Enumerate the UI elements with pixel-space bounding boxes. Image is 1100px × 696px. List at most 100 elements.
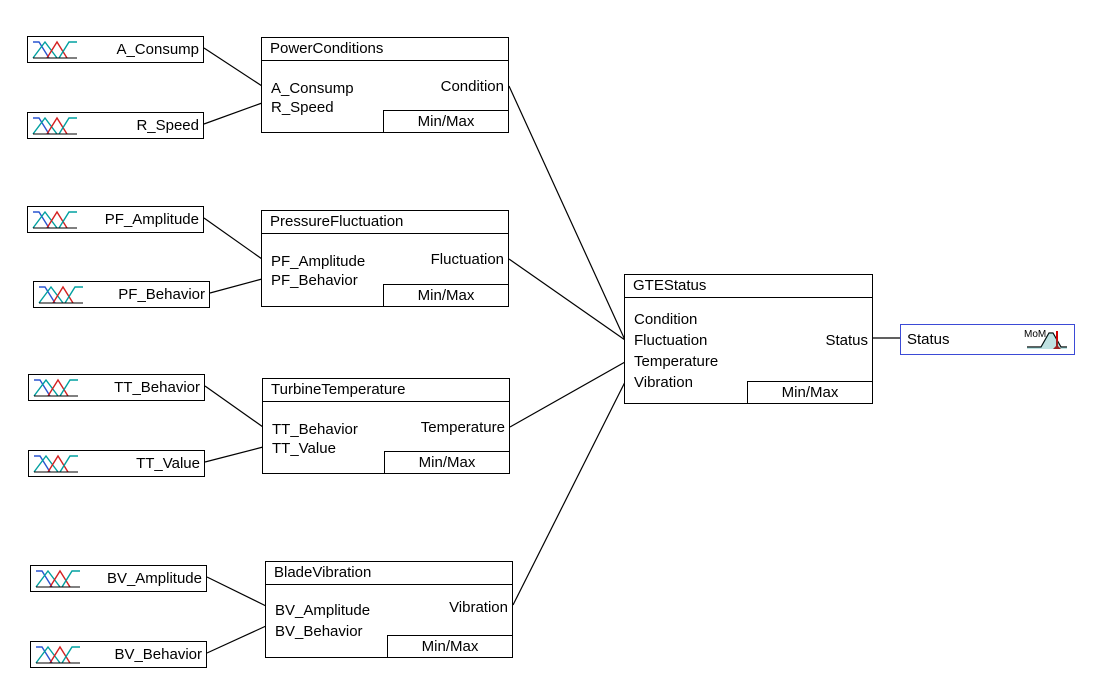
rule-block-output-label: Fluctuation — [430, 251, 504, 268]
mf-curve-high — [46, 40, 68, 59]
rule-block-output-label: Condition — [440, 78, 504, 95]
wire-a-consump — [203, 47, 263, 87]
output-variable-status[interactable]: Status MoM — [900, 324, 1075, 355]
rule-block-input-label: Vibration — [634, 374, 693, 391]
membership-function-icon — [35, 569, 80, 588]
input-variable-pf-behavior[interactable]: PF_Behavior — [33, 281, 210, 308]
wire-fluctuation — [508, 258, 626, 341]
rule-block-title: BladeVibration — [266, 562, 512, 585]
defuzz-curve — [1027, 332, 1067, 348]
rule-block-method: Min/Max — [383, 284, 508, 306]
membership-function-icon — [32, 210, 77, 229]
mf-curve-mid — [35, 645, 61, 664]
rule-block-output-label: Temperature — [420, 419, 505, 436]
wire-condition — [508, 85, 626, 341]
membership-function-icon — [33, 378, 78, 397]
wire-tt-value — [204, 446, 264, 463]
input-variable-label: PF_Amplitude — [104, 211, 199, 228]
mf-curve-low — [33, 41, 50, 59]
rule-block-input-label: PF_Behavior — [271, 272, 358, 289]
mf-curve-top — [58, 117, 77, 135]
rule-block-title: TurbineTemperature — [263, 379, 509, 402]
rule-block-input-label: R_Speed — [271, 99, 334, 116]
rule-block-input-label: Condition — [634, 311, 698, 328]
mf-curve-top — [64, 286, 83, 304]
mf-curve-mid — [32, 40, 58, 59]
mf-curve-low — [36, 646, 53, 664]
wire-temperature — [509, 361, 626, 428]
mf-curve-mid — [33, 378, 59, 397]
wire-vibration — [512, 381, 626, 606]
defuzzification-method-text: MoM — [1024, 329, 1046, 340]
input-variable-bv-behavior[interactable]: BV_Behavior — [30, 641, 207, 668]
defuzz-marker-triangle — [1053, 345, 1061, 349]
membership-function-icon — [32, 40, 77, 59]
mf-curve-low — [39, 286, 56, 304]
wire-r-speed — [203, 102, 263, 125]
mf-curve-low — [36, 570, 53, 588]
mf-curve-mid — [32, 210, 58, 229]
rule-block-turbine-temperature[interactable]: TurbineTemperature TT_Behavior TT_Value … — [262, 378, 510, 474]
input-variable-label: PF_Behavior — [118, 286, 205, 303]
rule-block-title: GTEStatus — [625, 275, 872, 298]
rule-block-blade-vibration[interactable]: BladeVibration BV_Amplitude BV_Behavior … — [265, 561, 513, 658]
rule-block-input-label: Temperature — [634, 353, 719, 370]
mf-curve-mid — [32, 116, 58, 135]
wire-bv-amplitude — [206, 576, 267, 607]
rule-block-method: Min/Max — [387, 635, 512, 657]
wire-pf-behavior — [209, 278, 263, 294]
mf-curve-top — [59, 379, 78, 397]
mf-curve-top — [58, 41, 77, 59]
mf-curve-mid — [35, 569, 61, 588]
input-variable-label: A_Consump — [116, 41, 199, 58]
wire-bv-behavior — [206, 625, 267, 654]
input-variable-label: TT_Behavior — [114, 379, 200, 396]
mf-curve-mid — [33, 454, 59, 473]
rule-block-pressure-fluctuation[interactable]: PressureFluctuation PF_Amplitude PF_Beha… — [261, 210, 509, 307]
rule-block-title: PowerConditions — [262, 38, 508, 61]
rule-block-input-label: BV_Amplitude — [275, 602, 371, 619]
mf-curve-high — [49, 569, 71, 588]
input-variable-a-consump[interactable]: A_Consump — [27, 36, 204, 63]
mf-curve-low — [34, 379, 51, 397]
membership-function-icon — [32, 116, 77, 135]
defuzz-area — [1027, 333, 1067, 349]
input-variable-r-speed[interactable]: R_Speed — [27, 112, 204, 139]
rule-block-gte-status[interactable]: GTEStatus Condition Fluctuation Temperat… — [624, 274, 873, 404]
rule-block-input-label: Fluctuation — [634, 332, 708, 349]
membership-function-icon — [35, 645, 80, 664]
rule-block-input-label: BV_Behavior — [275, 623, 363, 640]
membership-function-icon — [33, 454, 78, 473]
input-variable-tt-behavior[interactable]: TT_Behavior — [28, 374, 205, 401]
wire-tt-behavior — [204, 385, 264, 428]
rule-block-input-label: TT_Behavior — [272, 421, 358, 438]
membership-function-icon — [38, 285, 83, 304]
input-variable-label: BV_Behavior — [114, 646, 202, 663]
input-variable-label: TT_Value — [136, 455, 200, 472]
rule-block-title: PressureFluctuation — [262, 211, 508, 234]
mf-curve-high — [46, 116, 68, 135]
mf-curve-low — [33, 117, 50, 135]
mf-curve-top — [61, 570, 80, 588]
rule-block-input-label: A_Consump — [271, 80, 354, 97]
mf-curve-low — [34, 455, 51, 473]
mf-curve-high — [46, 210, 68, 229]
input-variable-tt-value[interactable]: TT_Value — [28, 450, 205, 477]
rule-block-input-label: TT_Value — [272, 440, 336, 457]
mf-curve-top — [61, 646, 80, 664]
mf-curve-top — [58, 211, 77, 229]
mf-curve-high — [52, 285, 74, 304]
input-variable-bv-amplitude[interactable]: BV_Amplitude — [30, 565, 207, 592]
mf-curve-mid — [38, 285, 64, 304]
mf-curve-top — [59, 455, 78, 473]
input-variable-pf-amplitude[interactable]: PF_Amplitude — [27, 206, 204, 233]
wire-pf-amplitude — [203, 217, 263, 260]
defuzzification-icon: MoM — [1024, 329, 1067, 349]
mf-curve-high — [49, 645, 71, 664]
rule-block-method: Min/Max — [383, 110, 508, 132]
rule-block-power-conditions[interactable]: PowerConditions A_Consump R_Speed Condit… — [261, 37, 509, 133]
rule-block-output-label: Status — [825, 332, 868, 349]
input-variable-label: R_Speed — [136, 117, 199, 134]
mf-curve-low — [33, 211, 50, 229]
